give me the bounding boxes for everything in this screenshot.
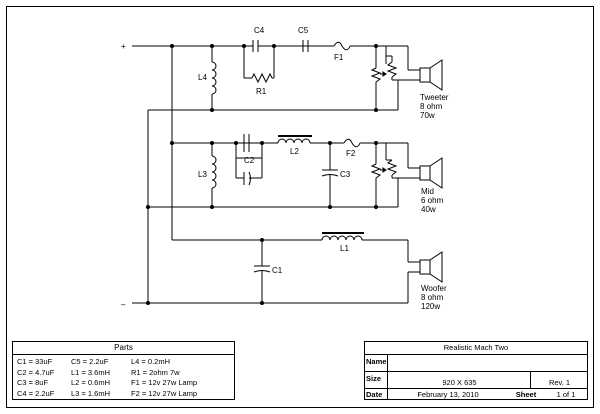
r1-resistor: [251, 72, 273, 84]
size-label: Size: [366, 372, 388, 389]
f1-lamp: [333, 41, 351, 51]
woofer-name: Woofer: [421, 284, 447, 293]
tweeter-cone: [429, 59, 443, 91]
l4-label: L4: [198, 73, 207, 82]
part-entry: C3 = 8uF: [17, 378, 49, 387]
tweeter-name: Tweeter: [420, 93, 449, 102]
date-label: Date: [366, 389, 388, 399]
c3-plate-b: [321, 174, 339, 177]
r1-label: R1: [256, 87, 267, 96]
woofer-cone: [429, 251, 443, 283]
mid-lpad-r1: [370, 163, 382, 179]
l3-label: L3: [198, 170, 207, 179]
l4-coil: [211, 61, 217, 95]
l1-coil: [321, 235, 363, 241]
part-entry: F1 = 12v 27w Lamp: [131, 378, 198, 387]
tweeter-lpad-r1: [370, 67, 382, 83]
parts-column-3: L4 = 0.2mH R1 = 2ohm 7w F1 = 12v 27w Lam…: [131, 357, 197, 399]
mid-power: 40w: [421, 205, 436, 214]
part-entry: F2 = 12v 27w Lamp: [131, 388, 198, 398]
f2-lamp: [343, 138, 361, 148]
size-value: 920 X 635: [389, 372, 531, 389]
drawing-title: Realistic Mach Two: [443, 343, 509, 352]
tweeter-speaker-icon: [419, 67, 431, 83]
c4-label: C4: [254, 26, 265, 35]
mid-name: Mid: [421, 187, 434, 196]
mid-cone: [429, 157, 443, 189]
c1-label: C1: [272, 266, 283, 275]
parts-column-1: C1 = 33uF C2 = 4.7uF C3 = 8uF C4 = 2.2uF: [17, 357, 54, 399]
part-entry: L1 = 3.6mH: [71, 367, 110, 377]
c1-plate-b: [253, 270, 271, 273]
f1-label: F1: [334, 53, 344, 62]
c2-label: C2: [244, 156, 255, 165]
parts-list: Parts C1 = 33uF C2 = 4.7uF C3 = 8uF C4 =…: [12, 341, 235, 400]
f2-label: F2: [346, 149, 356, 158]
l3-coil: [211, 155, 217, 189]
part-entry: C2 = 4.7uF: [17, 367, 55, 377]
positive-terminal: +: [121, 42, 126, 51]
page-border: [6, 6, 594, 408]
c5-label: C5: [298, 26, 309, 35]
l2-coil: [277, 138, 311, 144]
tweeter-power: 70w: [420, 111, 435, 120]
part-entry: C1 = 33uF: [17, 357, 53, 366]
parts-title: Parts: [13, 342, 234, 355]
title-block: Realistic Mach Two Name Size 920 X 635 R…: [364, 341, 588, 400]
part-entry: L4 = 0.2mH: [131, 357, 170, 366]
l1-label: L1: [340, 244, 349, 253]
l2-label: L2: [290, 147, 299, 156]
mid-lpad-r2: [386, 159, 398, 176]
revision: Rev. 1: [548, 378, 571, 387]
part-entry: C4 = 2.2uF: [17, 388, 55, 398]
junction-dots: [146, 44, 378, 305]
parts-column-2: C5 = 2.2uF L1 = 3.6mH L2 = 0.6mH L3 = 1.…: [71, 357, 110, 399]
sheet-label: Sheet: [515, 390, 537, 399]
part-entry: C5 = 2.2uF: [71, 357, 109, 366]
date-value: February 13, 2010: [417, 390, 479, 399]
woofer-impedance: 8 ohm: [421, 293, 444, 302]
negative-terminal: –: [121, 300, 126, 309]
sheet-value: 1 of 1: [556, 390, 576, 399]
name-label: Name: [366, 355, 388, 372]
tweeter-lpad-r2: [386, 61, 398, 78]
c3-label: C3: [340, 170, 351, 179]
part-entry: L3 = 1.6mH: [71, 388, 110, 398]
mid-speaker-icon: [419, 165, 431, 181]
part-entry: R1 = 2ohm 7w: [131, 367, 180, 377]
name-value: [389, 355, 587, 372]
woofer-speaker-icon: [419, 259, 431, 275]
mid-impedance: 6 ohm: [421, 196, 444, 205]
tweeter-impedance: 8 ohm: [420, 102, 443, 111]
part-entry: L2 = 0.6mH: [71, 378, 110, 387]
woofer-power: 120w: [421, 302, 440, 311]
